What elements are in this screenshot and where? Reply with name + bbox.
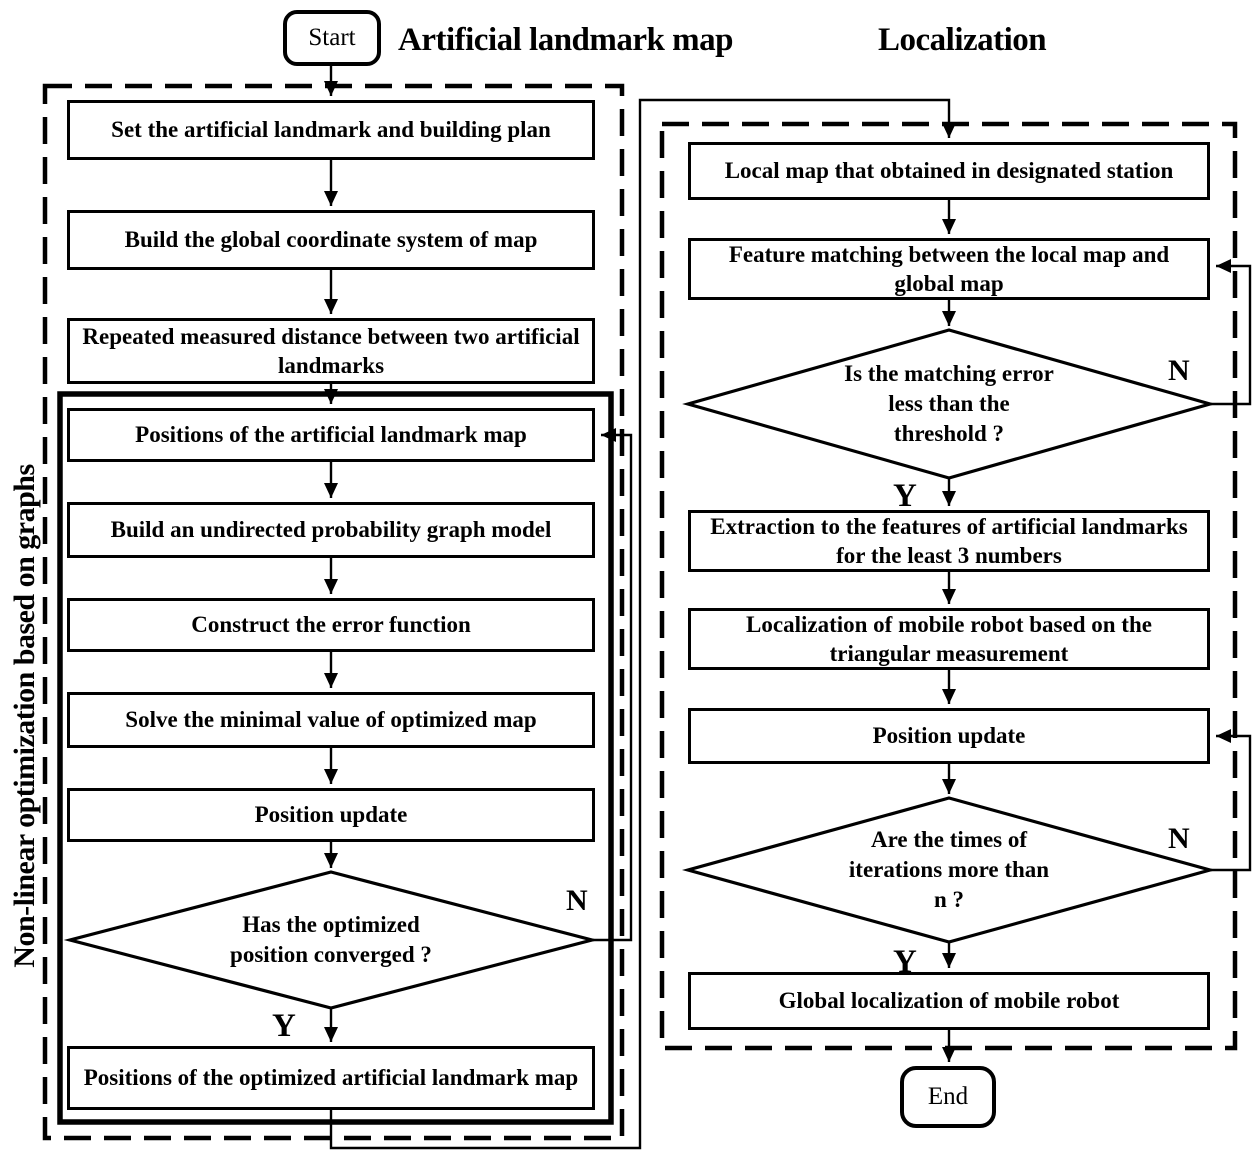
process-global-localization: Global localization of mobile robot [688,972,1210,1030]
process-extraction-features: Extraction to the features of artificial… [688,510,1210,572]
branch-label-no-left: N [566,884,588,917]
branch-label-no-threshold: N [1168,354,1190,387]
process-solve-minimal-value: Solve the minimal value of optimized map [67,692,595,748]
title-artificial-landmark-map: Artificial landmark map [398,22,733,58]
decision-threshold-line1: Is the matching error [844,361,1054,387]
decision-iterations-line2: iterations more than [848,857,1050,883]
decision-threshold-diamond [682,328,1216,480]
decision-threshold-line3: threshold ? [893,420,1005,446]
process-positions-artificial-landmark-map: Positions of the artificial landmark map [67,408,595,462]
decision-threshold-line2: less than the [888,391,1010,417]
decision-iterations-line3: n ? [933,886,965,912]
process-repeated-measured-distance: Repeated measured distance between two a… [67,318,595,384]
start-label: Start [308,24,356,51]
decision-iterations-line1: Are the times of [870,827,1028,853]
feedback-iterations-no-to-position-update [1210,729,1252,872]
branch-label-yes-left: Y [272,1008,296,1044]
process-triangular-localization: Localization of mobile robot based on th… [688,608,1210,670]
branch-label-yes-iterations: Y [893,944,917,980]
process-build-global-coordinate: Build the global coordinate system of ma… [67,210,595,270]
decision-converged-line2: position converged ? [230,942,432,967]
decision-threshold-text: Is the matching error less than the thre… [769,352,1129,456]
decision-converged-line1: Has the optimized [242,912,420,938]
decision-iterations-text: Are the times of iterations more than n … [769,818,1129,922]
process-local-map-designated-station: Local map that obtained in designated st… [688,142,1210,200]
decision-converged-diamond [63,870,599,1010]
process-position-update-right: Position update [688,708,1210,764]
end-label: End [927,1083,969,1110]
process-construct-error-function: Construct the error function [67,598,595,652]
start-terminal: Start [283,10,381,66]
branch-label-yes-threshold: Y [893,478,917,514]
end-terminal: End [900,1066,996,1128]
process-positions-optimized-map: Positions of the optimized artificial la… [67,1046,595,1110]
decision-iterations-diamond [681,796,1217,944]
connector-map-to-localization [329,98,956,1150]
feedback-converged-no-to-positions [592,428,633,942]
branch-label-no-iterations: N [1168,822,1190,855]
side-label-nonlinear-optimization: Non-linear optimization based on graphs [8,464,41,968]
process-feature-matching: Feature matching between the local map a… [688,238,1210,300]
decision-converged-text: Has the optimized position converged ? [151,906,511,974]
process-undirected-probability-graph: Build an undirected probability graph mo… [67,502,595,558]
process-set-artificial-landmark: Set the artificial landmark and building… [67,100,595,160]
process-position-update-left: Position update [67,788,595,842]
feedback-threshold-no-to-feature-matching [1210,259,1252,406]
title-localization: Localization [878,22,1047,58]
